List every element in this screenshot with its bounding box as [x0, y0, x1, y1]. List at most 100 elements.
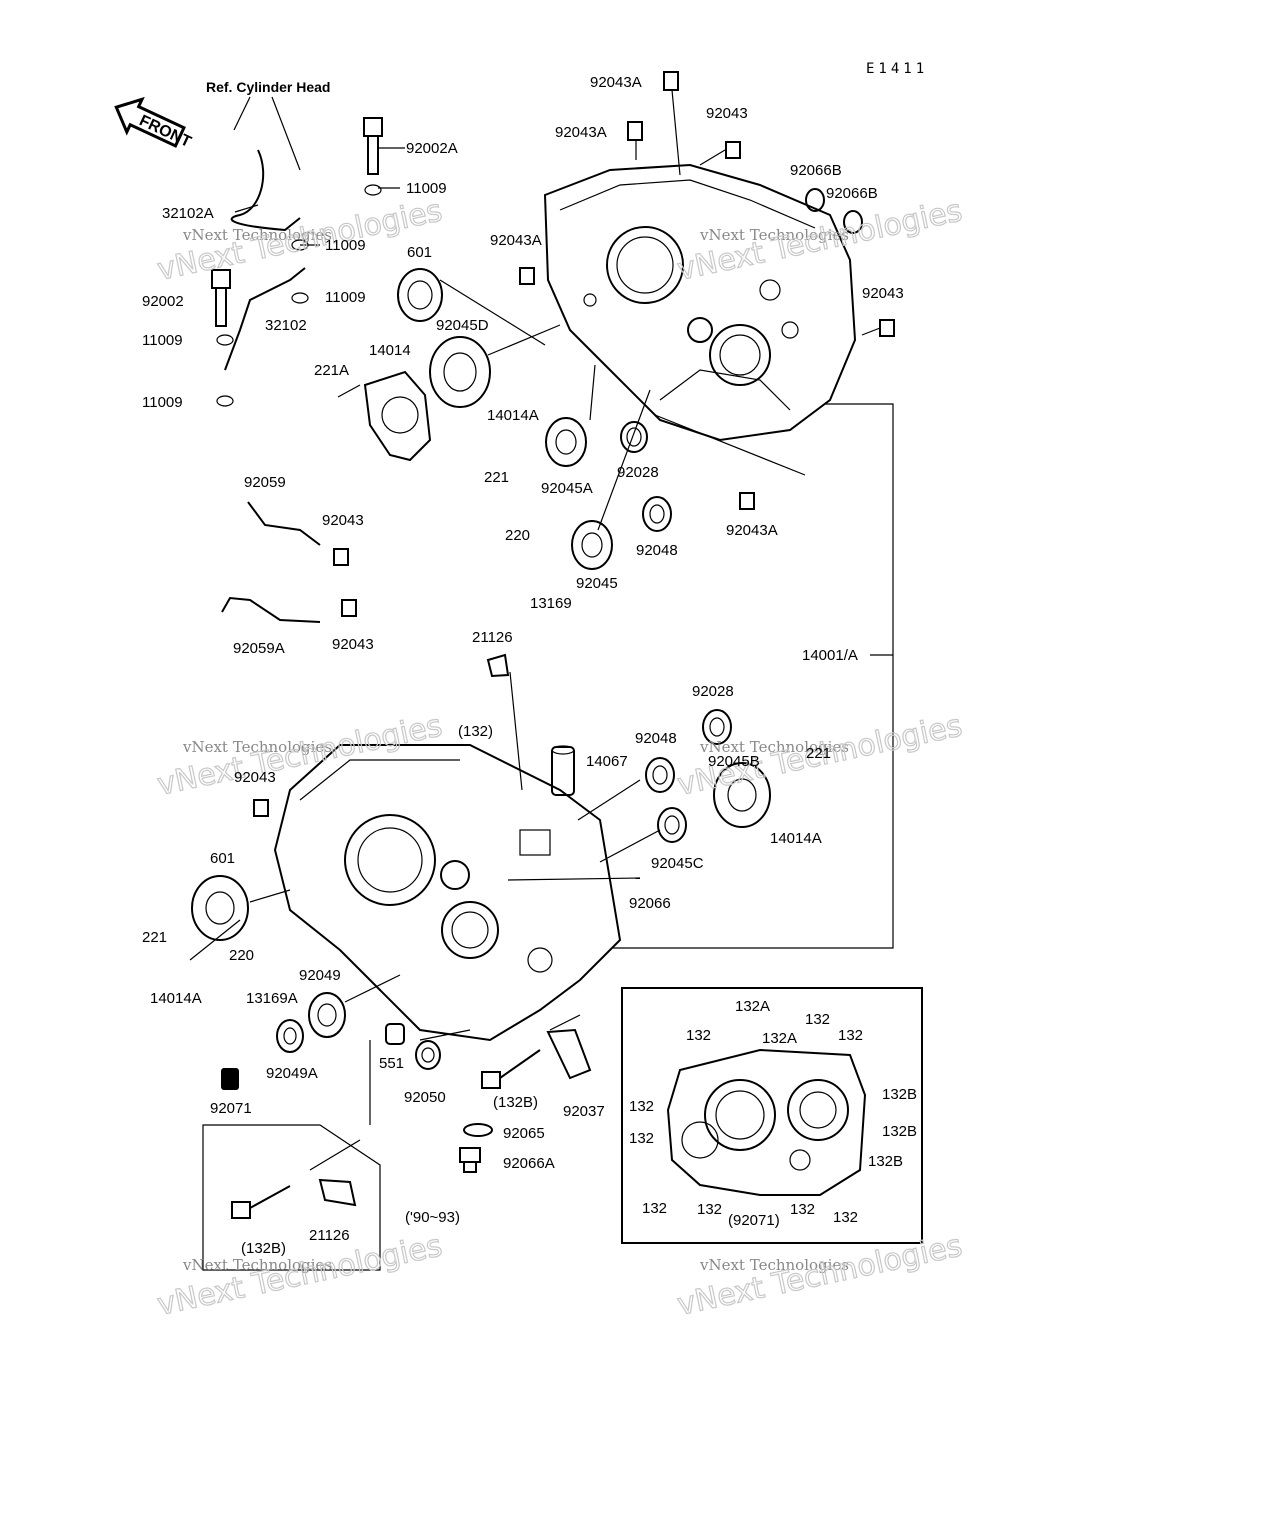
year-range-label: ('90~93) — [405, 1209, 460, 1226]
seal-92049 — [308, 992, 346, 1038]
part-label: 92043A — [555, 124, 607, 141]
part-label: 11009 — [325, 289, 366, 306]
bearing-601-top — [397, 268, 443, 322]
part-label: 92059 — [244, 474, 286, 491]
svg-text:132: 132 — [629, 1098, 654, 1115]
svg-text:132: 132 — [838, 1027, 863, 1044]
part-label: 92043 — [706, 105, 748, 122]
svg-text:132B: 132B — [882, 1086, 917, 1103]
plug-92071 — [221, 1068, 239, 1090]
washer-11009-e — [216, 395, 234, 407]
part-label: 92002A — [406, 140, 458, 157]
part-label: 14014A — [487, 407, 539, 424]
svg-text:132B: 132B — [882, 1123, 917, 1140]
part-label: 92028 — [692, 683, 734, 700]
diagram-code: E1411 — [866, 61, 928, 77]
dowel-92043-top — [725, 141, 741, 159]
svg-text:(92071): (92071) — [728, 1212, 780, 1229]
seal-92048-mid — [645, 757, 675, 793]
part-label: (132B) — [241, 1240, 286, 1257]
part-label: 92066B — [826, 185, 878, 202]
seal-92028 — [620, 421, 648, 453]
seal-92045C — [657, 807, 687, 843]
part-label: 92043 — [322, 512, 364, 529]
svg-text:132: 132 — [686, 1027, 711, 1044]
part-label: 92065 — [503, 1125, 545, 1142]
part-label: 92043A — [590, 74, 642, 91]
svg-text:vNext Technologies: vNext Technologies — [182, 226, 332, 244]
clamp-21126-box — [318, 1178, 357, 1207]
part-label: 221 — [142, 929, 167, 946]
dowel-92043A-2 — [627, 121, 643, 141]
seal-92048 — [642, 496, 672, 532]
bolt-132B — [481, 1049, 541, 1089]
clamp-21126 — [486, 653, 510, 678]
svg-text:vNext Technologies: vNext Technologies — [154, 1228, 445, 1323]
part-label: 92066B — [790, 162, 842, 179]
part-label: 11009 — [142, 394, 183, 411]
part-label: 92043A — [726, 522, 778, 539]
part-label: (132) — [458, 723, 493, 740]
part-label: 92045C — [651, 855, 704, 872]
svg-text:vNext Technologies: vNext Technologies — [699, 226, 849, 244]
bolt-92002A — [363, 117, 383, 175]
part-label: 11009 — [325, 237, 366, 254]
bearing-92045 — [571, 520, 613, 570]
dowel-92043A-top — [663, 71, 679, 91]
seal-92049A — [276, 1019, 304, 1053]
part-label: 92049 — [299, 967, 341, 984]
dowel-92043-r — [879, 319, 895, 337]
dowel-92043A-mid — [739, 492, 755, 510]
part-label: 92049A — [266, 1065, 318, 1082]
part-label: 92066A — [503, 1155, 555, 1172]
dowel-92043-left — [253, 799, 269, 817]
part-label: 14014A — [770, 830, 822, 847]
bolt-132B-box — [231, 1185, 291, 1219]
front-arrow-icon: FRONT — [114, 96, 194, 151]
part-label: 92043A — [490, 232, 542, 249]
inset-labels: 132A 132 132A 132 132 132B 132 132B 132 … — [629, 998, 917, 1229]
leader-line — [233, 96, 251, 131]
ref-cylinder-head-label: Ref. Cylinder Head — [206, 79, 330, 95]
washer-11009-c — [216, 334, 234, 346]
bolt-pattern-inset-box — [621, 987, 923, 1244]
gasket-14014 — [363, 370, 432, 462]
washer-11009-a — [364, 184, 382, 196]
guide-92037 — [546, 1028, 592, 1080]
svg-text:vNext Technologies: vNext Technologies — [699, 1256, 849, 1274]
part-label: 92043 — [862, 285, 904, 302]
year-range-box — [202, 1124, 381, 1271]
part-label: 14001/A — [802, 647, 858, 664]
part-label: 601 — [407, 244, 432, 261]
part-label: 92045B — [708, 753, 760, 770]
part-label: 92071 — [210, 1100, 252, 1117]
oil-pipe-32102 — [224, 267, 306, 371]
seal-92028-mid — [702, 709, 732, 745]
leader-line — [271, 96, 301, 171]
svg-text:132A: 132A — [735, 998, 770, 1015]
part-label: 14067 — [586, 753, 628, 770]
part-label: 11009 — [406, 180, 447, 197]
part-label: 14014A — [150, 990, 202, 1007]
washer-92065 — [463, 1123, 493, 1137]
part-label: 92048 — [636, 542, 678, 559]
bolt-92066A — [459, 1147, 481, 1173]
part-label: 92028 — [617, 464, 659, 481]
part-label: 92050 — [404, 1089, 446, 1106]
part-label: 14014 — [369, 342, 411, 359]
oil-pipe-32102A — [230, 149, 301, 232]
part-label: 221 — [806, 745, 831, 762]
part-label: (132B) — [493, 1094, 538, 1111]
hose-92059A — [221, 596, 321, 623]
part-label: 32102A — [162, 205, 214, 222]
svg-text:vNext Technologies: vNext Technologies — [699, 738, 849, 756]
svg-text:132: 132 — [642, 1200, 667, 1217]
inset-crankcase — [666, 1048, 867, 1196]
part-label: 92043 — [234, 769, 276, 786]
part-label: 13169 — [530, 595, 572, 612]
part-label: 221A — [314, 362, 349, 379]
part-label: 11009 — [142, 332, 183, 349]
upper-crankcase — [543, 163, 857, 442]
part-label: 221 — [484, 469, 509, 486]
